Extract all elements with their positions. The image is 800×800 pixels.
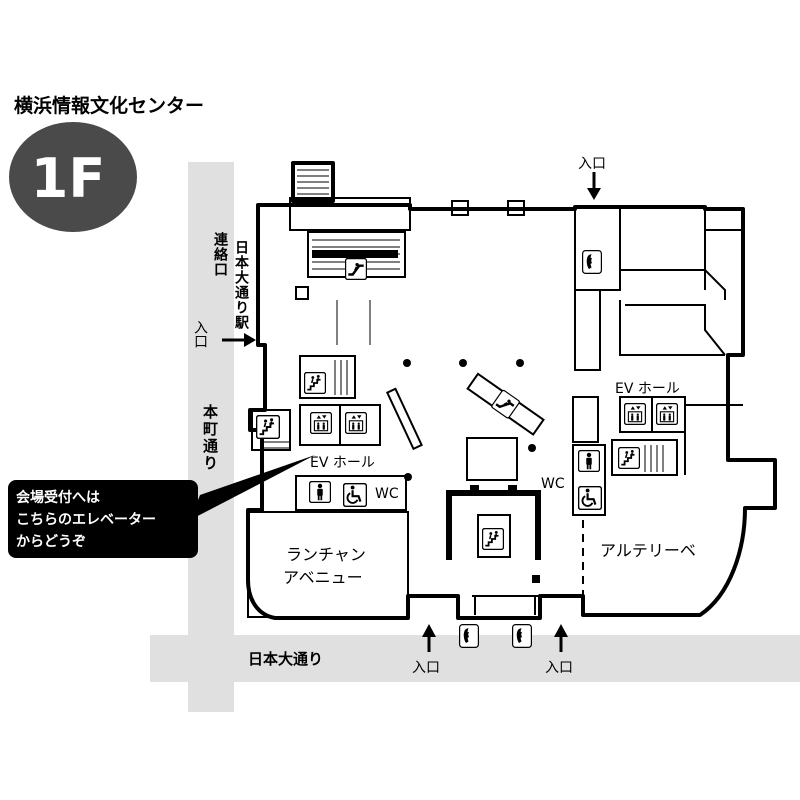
elevator-icon-2	[345, 412, 367, 434]
street-label-nihon-odori: 日本大通り	[248, 650, 323, 668]
callout-line-2: こちらのエレベーター	[16, 512, 156, 528]
phone-icon-2	[459, 624, 479, 648]
right-service-room	[572, 396, 599, 443]
accessible-icon	[343, 483, 367, 507]
center-box	[466, 437, 518, 481]
stair-treads-3	[262, 441, 290, 449]
entrance-bottom-right-label: 入口	[545, 660, 573, 676]
floor-label: 1F	[31, 147, 105, 210]
floor-badge	[9, 122, 137, 232]
entrance-bottom-left: 入口	[412, 624, 440, 676]
callout-line-1: 会場受付へは	[16, 489, 100, 506]
elevator-icon-3	[624, 403, 646, 425]
restaurant-a-line2: アベニュー	[283, 568, 363, 587]
stairs-icon-4	[618, 447, 640, 469]
callout-box	[8, 480, 198, 558]
ev-hall-label-left: EV ホール	[310, 455, 375, 471]
ev-hall-label-right: EV ホール	[615, 381, 680, 397]
restroom-icon	[309, 481, 331, 503]
columns	[403, 359, 536, 481]
restaurant-a-line1: ランチャン	[286, 545, 366, 564]
entrance-top: 入口	[578, 156, 606, 200]
callout-pointer	[190, 455, 315, 520]
restaurant-a	[247, 511, 409, 618]
stairs-room-right	[611, 439, 678, 476]
street-label-connection: 連絡口	[212, 231, 228, 277]
window-2	[507, 200, 525, 216]
escalator-belt	[312, 250, 398, 258]
restaurant-b-label: アルテリーベ	[600, 541, 696, 560]
entrance-bottom-right: 入口	[545, 624, 573, 676]
wc-right	[572, 444, 606, 516]
south-doors	[472, 595, 540, 615]
column-square	[532, 575, 540, 583]
accessible-icon-2	[578, 486, 602, 510]
phone-icon	[582, 250, 602, 274]
stairs-icon-3	[482, 528, 504, 550]
stairs-icon-2	[256, 415, 280, 439]
entrance-left: 入口	[192, 320, 256, 348]
entrance-left-label: 入口	[192, 320, 208, 348]
phone-icon-3	[512, 624, 532, 648]
right-wing-rooms	[574, 209, 743, 371]
wc-label-right: WC	[541, 476, 565, 492]
right-corner-room	[684, 404, 743, 475]
building-title: 横浜情報文化センター	[14, 94, 204, 117]
elevator-icon-4	[656, 403, 678, 425]
elevator-icon	[310, 412, 332, 434]
center-escalator	[466, 372, 545, 436]
entrance-top-label: 入口	[578, 156, 606, 172]
stair-treads-2	[334, 360, 348, 395]
center-elevator-frame	[446, 485, 541, 560]
divider-lines	[336, 300, 371, 345]
upper-box	[289, 197, 411, 231]
street-label-station: 日本大通り駅	[233, 240, 249, 330]
wc-left	[295, 475, 407, 511]
street-vertical	[188, 162, 234, 712]
stair-tower	[291, 161, 335, 203]
stair-treads-4	[644, 445, 664, 472]
sculpture-bar	[385, 387, 423, 451]
stairs-icon	[304, 372, 326, 394]
pillar-box	[295, 286, 309, 300]
restroom-icon-2	[578, 450, 600, 472]
entrance-bottom-left-label: 入口	[412, 660, 440, 676]
window-1	[451, 200, 469, 216]
stair-treads	[297, 169, 329, 195]
street-label-honcho: 本町通り	[201, 403, 219, 472]
wc-label-left: WC	[375, 486, 399, 502]
escalator-icon	[345, 258, 367, 280]
stairs-room	[299, 355, 356, 399]
callout-line-3: からどうぞ	[16, 534, 86, 550]
stairs-room-2	[251, 409, 291, 451]
